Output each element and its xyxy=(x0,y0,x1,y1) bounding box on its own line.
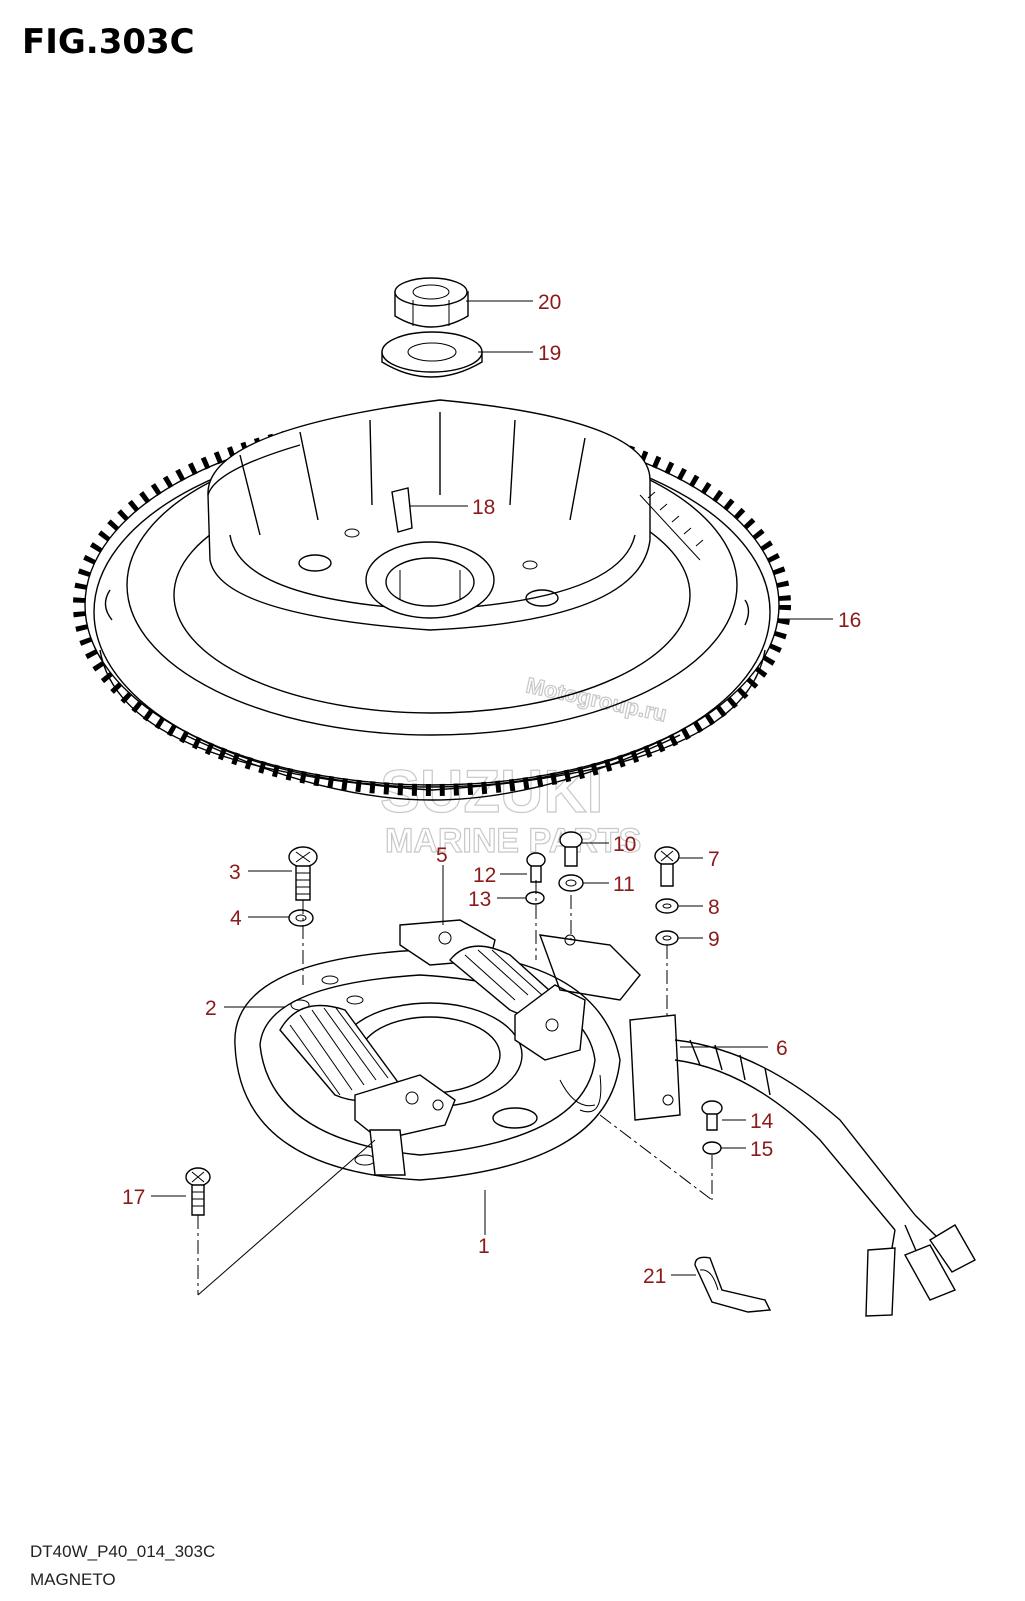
flywheel-part-16 xyxy=(73,399,791,801)
screw-part-17 xyxy=(185,1167,211,1216)
screw-part-3 xyxy=(288,846,318,901)
callout-19: 19 xyxy=(538,342,561,365)
screw-part-12 xyxy=(526,852,546,883)
callout-8: 8 xyxy=(708,896,720,919)
washer-part-4 xyxy=(288,909,314,927)
pulser-coil-part-5 xyxy=(399,919,561,1017)
callout-12: 12 xyxy=(473,864,496,887)
screw-part-10 xyxy=(559,831,583,867)
charge-coil-part-2 xyxy=(279,1004,456,1176)
washer-part-13 xyxy=(525,891,545,905)
pulser-block xyxy=(514,934,641,1061)
leader-lines xyxy=(151,300,833,1276)
watermark-subtitle: MARINE PARTS xyxy=(385,822,641,860)
callout-14: 14 xyxy=(750,1110,774,1133)
screw-part-14 xyxy=(701,1100,723,1131)
clamp-part-21 xyxy=(694,1256,772,1313)
callout-4: 4 xyxy=(230,907,242,930)
figure-title: FIG.303C xyxy=(22,22,195,62)
stator-plate-part-1 xyxy=(234,949,621,1181)
callout-5: 5 xyxy=(436,844,448,867)
washer-part-8 xyxy=(655,898,679,914)
callout-11: 11 xyxy=(613,873,635,896)
key-part-18 xyxy=(391,487,413,533)
washer-part-11 xyxy=(558,874,584,892)
callout-15: 15 xyxy=(750,1138,773,1161)
callout-labels: 20 19 18 16 3 4 2 5 12 13 10 11 7 8 9 6 … xyxy=(122,291,861,1288)
assembly-lines xyxy=(197,880,713,1296)
watermark-site: Motogroup.ru xyxy=(524,672,669,726)
callout-10: 10 xyxy=(613,833,636,856)
harness-part-6 xyxy=(559,1014,976,1317)
callout-1: 1 xyxy=(478,1235,490,1258)
screw-part-7 xyxy=(654,846,680,887)
callout-6: 6 xyxy=(776,1037,788,1060)
washer-part-15 xyxy=(702,1141,722,1155)
callout-2: 2 xyxy=(205,997,217,1020)
callout-17: 17 xyxy=(122,1186,145,1209)
washer-part-9 xyxy=(655,930,679,946)
callout-9: 9 xyxy=(708,928,720,951)
callout-13: 13 xyxy=(468,888,491,911)
watermark-brand: SUZUKI xyxy=(380,758,603,825)
figure-name: MAGNETO xyxy=(30,1570,116,1589)
callout-20: 20 xyxy=(538,291,561,314)
nut-part-20 xyxy=(394,277,469,328)
callout-18: 18 xyxy=(472,496,495,519)
callout-7: 7 xyxy=(708,848,720,871)
callout-3: 3 xyxy=(229,861,241,884)
callout-21: 21 xyxy=(643,1265,666,1288)
callout-16: 16 xyxy=(838,609,861,632)
figure-code: DT40W_P40_014_303C xyxy=(30,1542,216,1561)
washer-part-19 xyxy=(381,331,483,378)
